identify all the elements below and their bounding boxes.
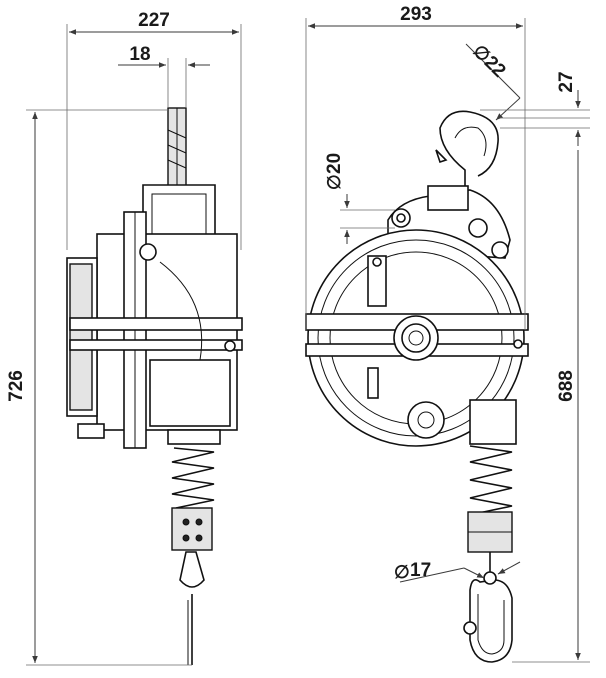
front-hook — [435, 110, 499, 190]
side-spring — [171, 447, 215, 665]
front-spring — [467, 445, 513, 572]
dim-label-688: 688 — [556, 370, 577, 402]
front-view — [305, 110, 529, 663]
dim-label-293: 293 — [400, 4, 432, 25]
side-hook — [167, 107, 187, 187]
dim-label-27: 27 — [556, 71, 577, 92]
dimension-lines — [26, 18, 590, 666]
diameter-symbol-20: ∅ — [324, 174, 344, 190]
front-drum — [305, 229, 529, 447]
dim-label-20: 20 — [324, 153, 345, 174]
dim-label-17: 17 — [410, 560, 431, 581]
dim-label-726: 726 — [6, 370, 27, 402]
dim-label-18: 18 — [129, 44, 150, 65]
side-housing — [66, 211, 243, 449]
side-view — [66, 107, 243, 665]
dim-label-227: 227 — [138, 10, 170, 31]
diameter-symbol-17: ∅ — [394, 562, 410, 582]
front-carabiner — [463, 571, 513, 663]
